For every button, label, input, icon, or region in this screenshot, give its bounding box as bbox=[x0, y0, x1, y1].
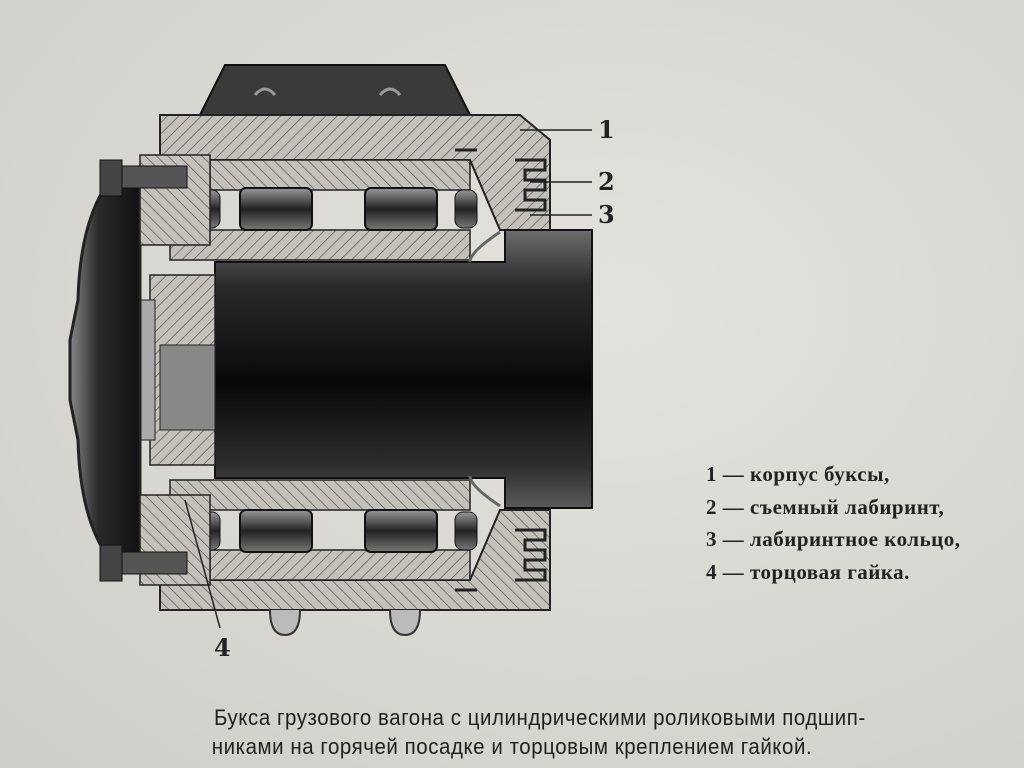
legend-item: 1 — корпус буксы, bbox=[706, 462, 890, 486]
figure-caption: Букса грузового вагона с цилиндрическими… bbox=[36, 703, 988, 761]
callout-1: 1 bbox=[598, 115, 615, 144]
housing-saddle-top bbox=[198, 64, 472, 116]
callout-2: 2 bbox=[598, 167, 615, 196]
caption-line-2: никами на горячей посадке и торцовым кре… bbox=[211, 734, 813, 759]
callout-4: 4 bbox=[214, 633, 231, 662]
rollers-top bbox=[197, 187, 478, 231]
caption-line-1: Букса грузового вагона с цилиндрическими… bbox=[213, 705, 866, 730]
rollers-bottom bbox=[197, 509, 478, 553]
labyrinth-seal bbox=[455, 148, 547, 592]
legend: 1 — корпус буксы, 2 — съемный лабиринт, … bbox=[706, 458, 961, 588]
axle-journal bbox=[214, 229, 593, 509]
legend-item: 4 — торцовая гайка. bbox=[706, 559, 910, 584]
bolts bbox=[99, 159, 188, 582]
callout-3: 3 bbox=[598, 200, 615, 229]
axle-box-cross-section: 1 2 3 4 bbox=[68, 64, 615, 662]
front-cover bbox=[68, 173, 142, 567]
legend-item: 3 — лабиринтное кольцо, bbox=[706, 527, 961, 551]
legend-item: 2 — съемный лабиринт, bbox=[706, 494, 945, 519]
